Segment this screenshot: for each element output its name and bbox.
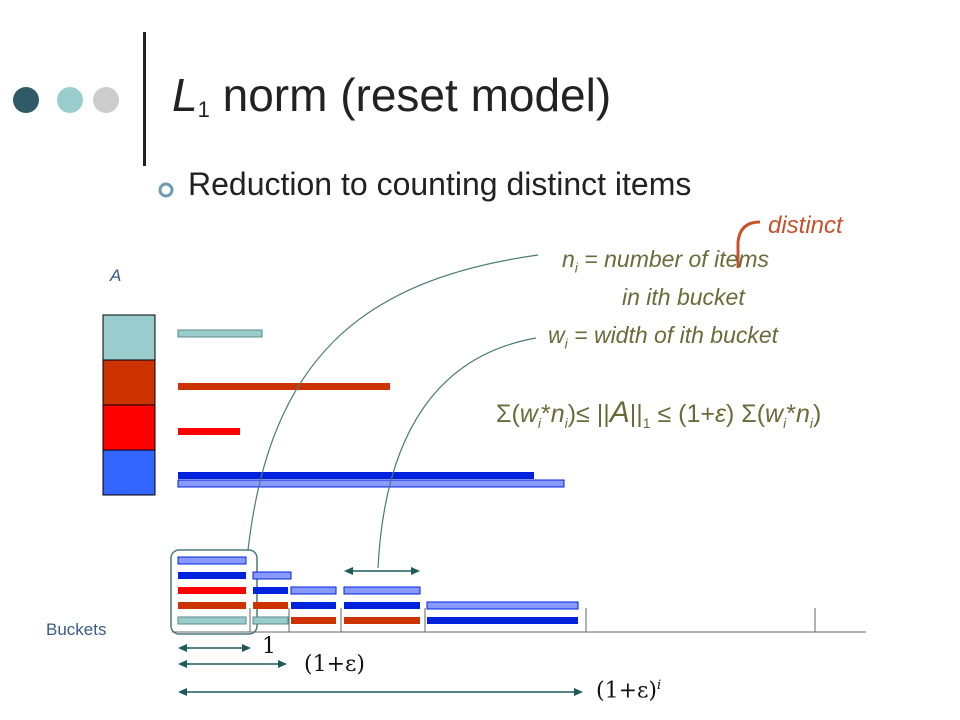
bucket4-blue (344, 602, 420, 609)
array-cell-rust (102, 359, 156, 406)
formula-sub-i: i (783, 415, 787, 431)
ni-sub: i (574, 259, 578, 276)
bucket2-blue (253, 587, 288, 594)
bucket1-teal (177, 616, 247, 625)
formula-sub-i: i (537, 415, 541, 431)
ni-text: = number of items (577, 246, 770, 272)
buckets-label: Buckets (46, 620, 107, 639)
array-a (102, 314, 156, 496)
formula-le: )≤ || (567, 400, 610, 428)
bucket2-blue-pattern (252, 571, 292, 580)
ni-definition: ni = number of items (562, 246, 769, 276)
ni-var: n (562, 246, 575, 272)
scale-label-one-plus-eps-i: (1+ε)i (596, 678, 661, 703)
value-bar-red (178, 428, 240, 435)
bucket1-blue (178, 572, 246, 579)
wi-sub: i (564, 335, 568, 352)
array-cell-teal (102, 314, 156, 361)
slide-title: L1 norm (reset model) (172, 68, 611, 123)
formula-norm-close: || (629, 400, 643, 428)
header-dot-dark (13, 87, 39, 113)
wi-definition: wi = width of ith bucket (548, 322, 778, 352)
norm-inequality: Σ(wi*ni)≤ ||A||1 ≤ (1+ε) Σ(wi*ni) (496, 396, 821, 431)
bullet-icon (158, 182, 174, 198)
bucket4-blue-pattern (343, 586, 421, 595)
wi-pointer-curve (377, 337, 537, 569)
scale-arrow-one-plus-eps-i (178, 688, 583, 696)
formula-sub-i: i (809, 415, 813, 431)
scale-label-exp: i (657, 678, 662, 693)
distinct-annotation: distinct (768, 212, 843, 239)
formula-sigma2: ) Σ( (725, 400, 766, 428)
bucket1-rust (178, 602, 246, 609)
bucket2-teal (252, 616, 289, 625)
header-dot-gray (93, 87, 119, 113)
array-cell-red (102, 404, 156, 451)
bucket5-blue (427, 617, 578, 624)
bucket2-rust (253, 602, 288, 609)
ni-pointer-curve (247, 254, 539, 551)
formula-open: Σ( (496, 400, 520, 428)
formula-n: n (795, 400, 810, 428)
formula-star: * (540, 400, 551, 428)
scale-label-one: 1 (262, 634, 276, 659)
bucket1-red (178, 587, 246, 594)
array-a-label: A (110, 266, 122, 285)
bucket4-rust (344, 617, 420, 624)
distinct-bracket (736, 220, 761, 268)
value-bar-blue-pattern (177, 479, 565, 488)
value-bar-rust (178, 383, 390, 390)
scale-arrow-one (178, 644, 251, 652)
value-bar-teal (177, 329, 263, 338)
formula-star: * (786, 400, 796, 428)
wi-text: = width of ith bucket (567, 322, 779, 348)
bucket3-blue (291, 602, 336, 609)
array-cell-blue (102, 449, 156, 496)
formula-a: A (609, 396, 630, 429)
bullet-text: Reduction to counting distinct items (188, 166, 692, 202)
bucket1-blue-pattern (177, 556, 247, 565)
formula-end: ) (813, 400, 822, 428)
formula-eps: ε (714, 400, 726, 428)
title-l: L (172, 69, 198, 121)
bucket3-rust (291, 617, 336, 624)
bucket-width-arrow (344, 567, 420, 575)
formula-sub-i: i (564, 415, 568, 431)
formula-w: w (519, 400, 538, 428)
ni-definition-line2: in ith bucket (622, 284, 745, 310)
bucket3-blue-pattern (290, 586, 337, 595)
header-dot-teal (57, 87, 83, 113)
bucket5-blue-pattern (426, 601, 579, 610)
scale-arrow-one-plus-eps (178, 660, 287, 668)
title-sub: 1 (197, 97, 210, 122)
value-bar-blue (178, 472, 534, 479)
scale-label-base: (1+ε) (596, 678, 657, 704)
wi-var: w (548, 322, 565, 348)
title-rest: norm (reset model) (209, 69, 612, 121)
formula-n: n (550, 400, 565, 428)
formula-le-eps: ≤ (1+ (650, 400, 715, 428)
formula-sub-one: 1 (642, 415, 651, 431)
formula-w: w (765, 400, 784, 428)
title-divider (143, 32, 146, 166)
scale-label-one-plus-eps: (1+ε) (304, 652, 365, 677)
